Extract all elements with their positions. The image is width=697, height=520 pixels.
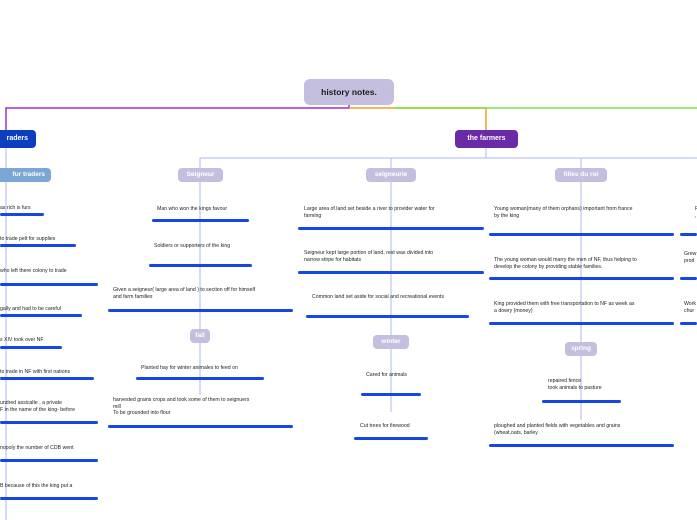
leaf-bar	[108, 425, 293, 428]
leaf-winter-0: Cared for animals	[366, 372, 407, 378]
node-winter[interactable]: winter	[373, 335, 409, 349]
leaf-filles-2: King provided them with free transportat…	[494, 301, 635, 314]
leaf-bar	[306, 315, 469, 318]
leaf-bar	[489, 233, 674, 236]
leaf-fur-2: who left there colony to trade	[0, 268, 67, 274]
leaf-bar	[0, 377, 94, 380]
leaf-bar	[149, 264, 252, 267]
leaf-bar	[152, 219, 249, 222]
node-fall[interactable]: fall	[190, 329, 210, 343]
leaf-fur-5: to trade in NF with first nations	[0, 369, 71, 375]
leaf-bar	[0, 244, 76, 247]
leaf-bar	[680, 322, 697, 325]
leaf-fur-3: gally and had to be careful	[0, 306, 61, 312]
leaf-bar	[680, 233, 697, 236]
leaf-fur-8: B because of this the king put a	[0, 483, 73, 489]
leaf-seigneur-2: Given a seigneur( large area of land ) t…	[113, 287, 256, 300]
leaf-bar	[361, 393, 421, 396]
leaf-bar	[0, 314, 82, 317]
leaf-bar	[0, 421, 98, 424]
leaf-filles-0: Young woman(many of them orphans) import…	[494, 206, 633, 219]
leaf-right-1: Grew prod	[684, 251, 697, 264]
leaf-fur-0: as rich is furs	[0, 205, 31, 211]
leaf-bar	[0, 459, 98, 462]
connector-root-farmers	[349, 107, 487, 130]
leaf-bar	[489, 444, 674, 447]
node-filles-du-roi[interactable]: filles du roi	[555, 168, 607, 182]
node-seigneurie[interactable]: seigneurie	[366, 168, 416, 182]
leaf-spring-1: ploughed and planted fields with vegetab…	[494, 423, 621, 436]
leaf-seigneur-0: Man who won the kings favour	[157, 206, 228, 212]
leaf-bar	[0, 497, 98, 500]
leaf-fur-6: undred assicalte , a private F in the na…	[0, 400, 75, 413]
leaf-bar	[298, 227, 484, 230]
branch-traders[interactable]: raders	[0, 130, 36, 148]
node-spring[interactable]: spring	[565, 342, 597, 356]
leaf-winter-1: Cut trees for firewood	[360, 423, 410, 429]
leaf-right-2: Work chur	[684, 301, 697, 314]
leaf-seigneurie-2: Common land set aside for social and rec…	[312, 294, 445, 300]
leaf-seigneur-1: Soldiers or supporters of the king	[154, 243, 231, 249]
leaf-filles-1: The young woman would marry the men of N…	[494, 257, 637, 270]
leaf-bar	[680, 277, 697, 280]
leaf-fall-0: Planted hay for winter animales to feed …	[141, 365, 238, 371]
leaf-bar	[136, 377, 264, 380]
leaf-bar	[298, 271, 484, 274]
leaf-fur-7: nopoly the number of CDB went	[0, 445, 74, 451]
leaf-fall-1: harvested grains crops and took some of …	[113, 397, 250, 417]
leaf-bar	[354, 437, 428, 440]
leaf-seigneurie-1: Seigneur kept large portion of land, res…	[304, 250, 434, 263]
leaf-seigneurie-0: Large area of land set beside a river to…	[304, 206, 435, 219]
leaf-fur-1: to trade pelt for supplies	[0, 236, 56, 242]
leaf-fur-4: s XIV took over NF	[0, 337, 44, 343]
connector-root-traders	[5, 104, 350, 130]
leaf-bar	[489, 277, 674, 280]
connector-farmers-columns	[199, 148, 697, 168]
leaf-bar	[0, 346, 62, 349]
leaf-bar	[489, 322, 674, 325]
leaf-bar	[108, 309, 293, 312]
branch-farmers[interactable]: the farmers	[455, 130, 518, 148]
leaf-bar	[0, 283, 98, 286]
leaf-bar	[0, 213, 44, 216]
node-seigneur[interactable]: Seigneur	[178, 168, 223, 182]
node-fur-traders[interactable]: fur traders	[0, 168, 51, 182]
root-node[interactable]: history notes.	[304, 79, 394, 105]
leaf-bar	[542, 400, 621, 403]
leaf-right-0: F ,	[695, 206, 697, 219]
leaf-spring-0: repaired fence took animals to pasture	[548, 378, 602, 391]
